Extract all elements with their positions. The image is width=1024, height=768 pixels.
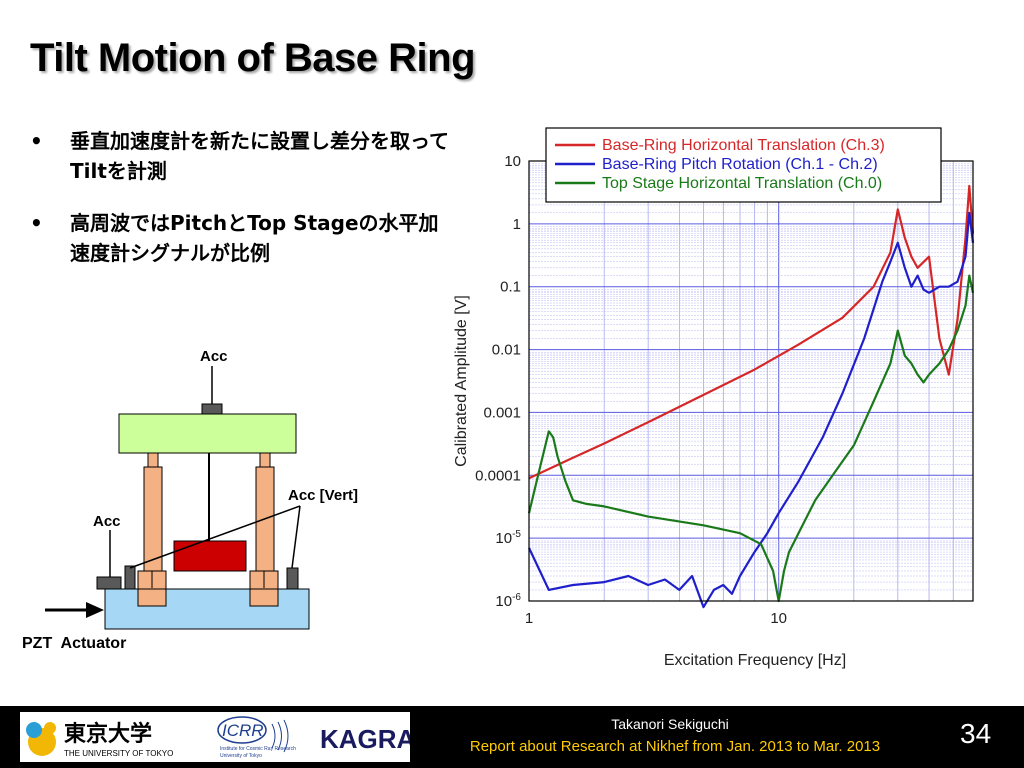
utokyo-name-jp: 東京大学 (64, 721, 152, 746)
y-tick-label: 10-6 (495, 592, 521, 610)
series-line-2 (527, 274, 975, 603)
y-tick-label: 1 (513, 216, 521, 233)
slide-title: Tilt Motion of Base Ring (30, 36, 476, 80)
x-tick-label: 1 (525, 610, 533, 627)
leg-right-cap (259, 452, 271, 468)
series-line-1 (528, 211, 975, 609)
acc-left-sensor (96, 576, 122, 590)
icrr-logo-icon (217, 716, 267, 744)
acc-left-label: Acc (93, 513, 121, 530)
bullet-marker: • (30, 129, 43, 153)
acc-top-sensor (201, 403, 223, 415)
y-tick-label: 10-5 (495, 529, 521, 547)
apparatus-diagram: Acc Acc Acc [Vert] PZT Actuator (22, 348, 358, 652)
acc-vert-pointer-right (291, 505, 301, 569)
utokyo-name-en: THE UNIVERSITY OF TOKYO (64, 749, 173, 758)
leg-left-cap (147, 452, 159, 468)
logo-strip: 東京大学 THE UNIVERSITY OF TOKYO ICRR Instit… (20, 712, 416, 762)
y-tick-label: 10 (504, 153, 521, 170)
bullet-text: 高周波ではPitchとTop Stageの水平加速度計シグナルが比例 (70, 211, 439, 265)
x-tick-labels: 1 10 (525, 610, 787, 627)
actuator-label: PZT Actuator (22, 635, 126, 652)
top-stage (118, 413, 297, 454)
icrr-subtitle-1: Institute for Cosmic Ray Research (220, 746, 296, 752)
report-title: Report about Research at Nikhef from Jan… (469, 738, 881, 755)
bullet-item: • 高周波ではPitchとTop Stageの水平加速度計シグナルが比例 (30, 208, 450, 268)
utokyo-logo-icon (26, 722, 56, 756)
y-tick-label: 0.001 (483, 404, 521, 421)
presenter-name: Takanori Sekiguchi (611, 716, 729, 732)
chart-grid (528, 161, 974, 602)
foot-left-lower (137, 588, 167, 607)
acc-vert-sensor-left (124, 565, 136, 590)
frequency-response-chart: 10 1 0.1 0.01 0.001 0.0001 10-5 10-6 1 10 Excita… (453, 127, 975, 669)
legend-label-ch3: Base-Ring Horizontal Translation (Ch.3) (602, 137, 885, 154)
acc-top-label: Acc (200, 348, 228, 365)
y-tick-label: 0.1 (500, 279, 521, 296)
x-tick-label: 10 (770, 610, 787, 627)
y-axis-label: Calibrated Amplitude [V] (453, 295, 470, 467)
actuator-arrow-head (86, 602, 104, 618)
legend-box (545, 127, 942, 203)
legend-label-ch0: Top Stage Horizontal Translation (Ch.0) (602, 175, 882, 192)
page-number: 34 (960, 718, 992, 749)
chart-series (527, 184, 975, 609)
leg-left (143, 466, 163, 572)
foot-right-lower (249, 588, 279, 607)
icrr-subtitle-2: University of Tokyo (220, 753, 262, 759)
y-tick-labels: 10 1 0.1 0.01 0.001 0.0001 10-5 10-6 (475, 153, 521, 610)
acc-vert-sensor-right (286, 567, 299, 590)
legend-label-pitch: Base-Ring Pitch Rotation (Ch.1 - Ch.2) (602, 156, 878, 173)
center-mass (173, 540, 247, 572)
bullet-list: • 垂直加速度計を新たに設置し差分を取ってTiltを計測 • 高周波ではPitc… (30, 126, 450, 290)
x-axis-label: Excitation Frequency [Hz] (664, 652, 846, 669)
bullet-marker: • (30, 211, 43, 235)
acc-vert-label: Acc [Vert] (288, 487, 358, 504)
chart-legend: Base-Ring Horizontal Translation (Ch.3) … (545, 127, 942, 203)
bullet-text: 垂直加速度計を新たに設置し差分を取ってTiltを計測 (70, 129, 449, 183)
icrr-waves-icon (271, 719, 289, 753)
acc-vert-pointer-left (129, 505, 301, 569)
bullet-item: • 垂直加速度計を新たに設置し差分を取ってTiltを計測 (30, 126, 450, 186)
logos: 東京大学 THE UNIVERSITY OF TOKYO ICRR Instit… (26, 716, 416, 759)
plot-background (529, 161, 973, 601)
icrr-name: ICRR (222, 721, 264, 740)
y-tick-label: 0.0001 (475, 467, 521, 484)
y-tick-label: 0.01 (492, 342, 521, 359)
kagra-name: KAGRA (320, 724, 410, 754)
